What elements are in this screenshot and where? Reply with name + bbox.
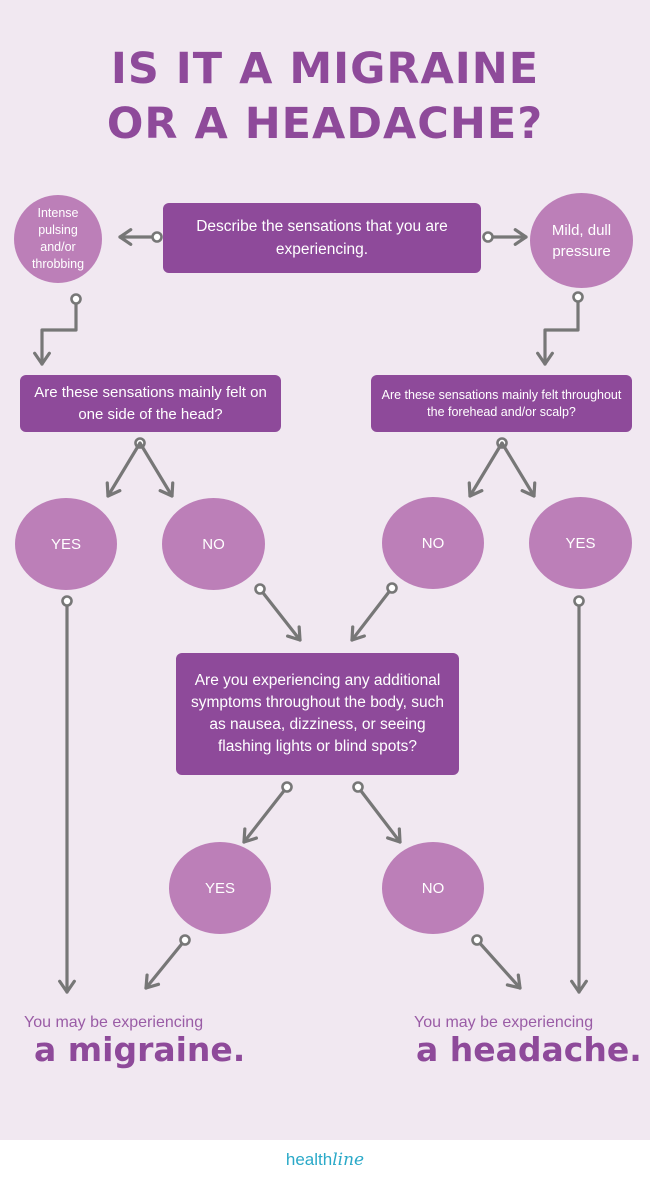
arrow-middle-to-bottom-no-line [356,785,402,844]
arrow-right-option-to-question-dot [572,291,584,303]
arrow-right-no-to-middle-line [350,586,394,642]
arrow-left-option-to-question-line [40,297,78,366]
left-yes-circle: YES [15,498,117,590]
arrow-left-option-to-question-head [33,351,51,366]
arrow-bottom-no-to-headache-line [475,938,522,990]
right-question-box: Are these sensations mainly felt through… [371,375,632,432]
arrow-left-no-to-middle-line [258,587,302,642]
arrow-middle-to-bottom-yes-line [242,785,289,844]
brand-text-line: line [332,1150,365,1170]
arrow-right-question-to-yes-head [520,481,537,498]
arrow-left-question-to-yes-head [105,481,122,498]
healthline-logo: healthline [0,1150,650,1170]
connector-arrows [33,228,588,994]
arrow-bottom-yes-to-migraine-dot [179,934,191,946]
arrow-start-to-right-option-head [513,228,528,246]
arrow-bottom-no-to-headache-dot [471,934,483,946]
arrow-left-no-to-middle-dot [254,583,266,595]
left-no-circle: NO [162,498,265,590]
flowchart-canvas: IS IT A MIGRAINE OR A HEADACHE? Describe… [0,0,650,1140]
arrow-right-option-to-question-head [536,351,554,366]
headache-result-prefix: You may be experiencing [414,1014,594,1031]
migraine-result-prefix: You may be experiencing [24,1014,204,1031]
arrow-start-to-left-option-head [118,228,133,246]
right-no-circle: NO [382,497,484,589]
start-question-box: Describe the sensations that you are exp… [163,203,481,273]
arrow-middle-to-bottom-no-head [386,827,402,844]
arrow-left-option-to-question-dot [70,293,82,305]
arrow-left-no-to-middle-head [286,625,302,642]
arrow-right-no-to-middle-head [350,625,366,642]
left-question-box: Are these sensations mainly felt on one … [20,375,281,432]
arrow-left-question-to-no-head [158,481,175,498]
arrow-left-question-to-no-line [138,441,174,498]
bottom-no-circle: NO [382,842,484,934]
arrow-left-yes-to-migraine-dot [61,595,73,607]
arrow-right-question-to-no-head [467,481,484,498]
arrow-left-question-to-yes-line [106,441,142,498]
arrow-bottom-yes-to-migraine-line [144,938,187,990]
arrow-bottom-no-to-headache-head [505,973,522,990]
arrow-start-to-left-option-dot [151,231,163,243]
right-yes-circle: YES [529,497,632,589]
middle-question-box: Are you experiencing any additional symp… [176,653,459,775]
brand-text-health: health [285,1150,333,1169]
arrow-start-to-right-option-dot [482,231,494,243]
arrow-right-option-to-question-line [543,295,580,366]
headache-result: a headache. [416,1030,642,1069]
arrow-left-yes-to-migraine-head [58,979,76,994]
migraine-result: a migraine. [34,1030,246,1069]
left-option-circle: Intense pulsing and/or throbbing [14,195,102,283]
title-line-2: OR A HEADACHE? [106,99,544,149]
arrow-right-yes-to-headache-dot [573,595,585,607]
arrow-right-yes-to-headache-head [570,979,588,994]
arrow-right-question-to-yes-line [500,441,536,498]
arrow-right-question-to-no-line [468,441,504,498]
bottom-yes-circle: YES [169,842,271,934]
arrow-middle-to-bottom-yes-dot [281,781,293,793]
arrow-right-no-to-middle-dot [386,582,398,594]
arrow-bottom-yes-to-migraine-head [144,973,161,990]
title-line-1: IS IT A MIGRAINE [110,44,540,94]
arrow-middle-to-bottom-yes-head [242,827,258,844]
arrow-middle-to-bottom-no-dot [352,781,364,793]
right-option-circle: Mild, dull pressure [530,193,633,288]
footer: healthline [0,1140,650,1181]
